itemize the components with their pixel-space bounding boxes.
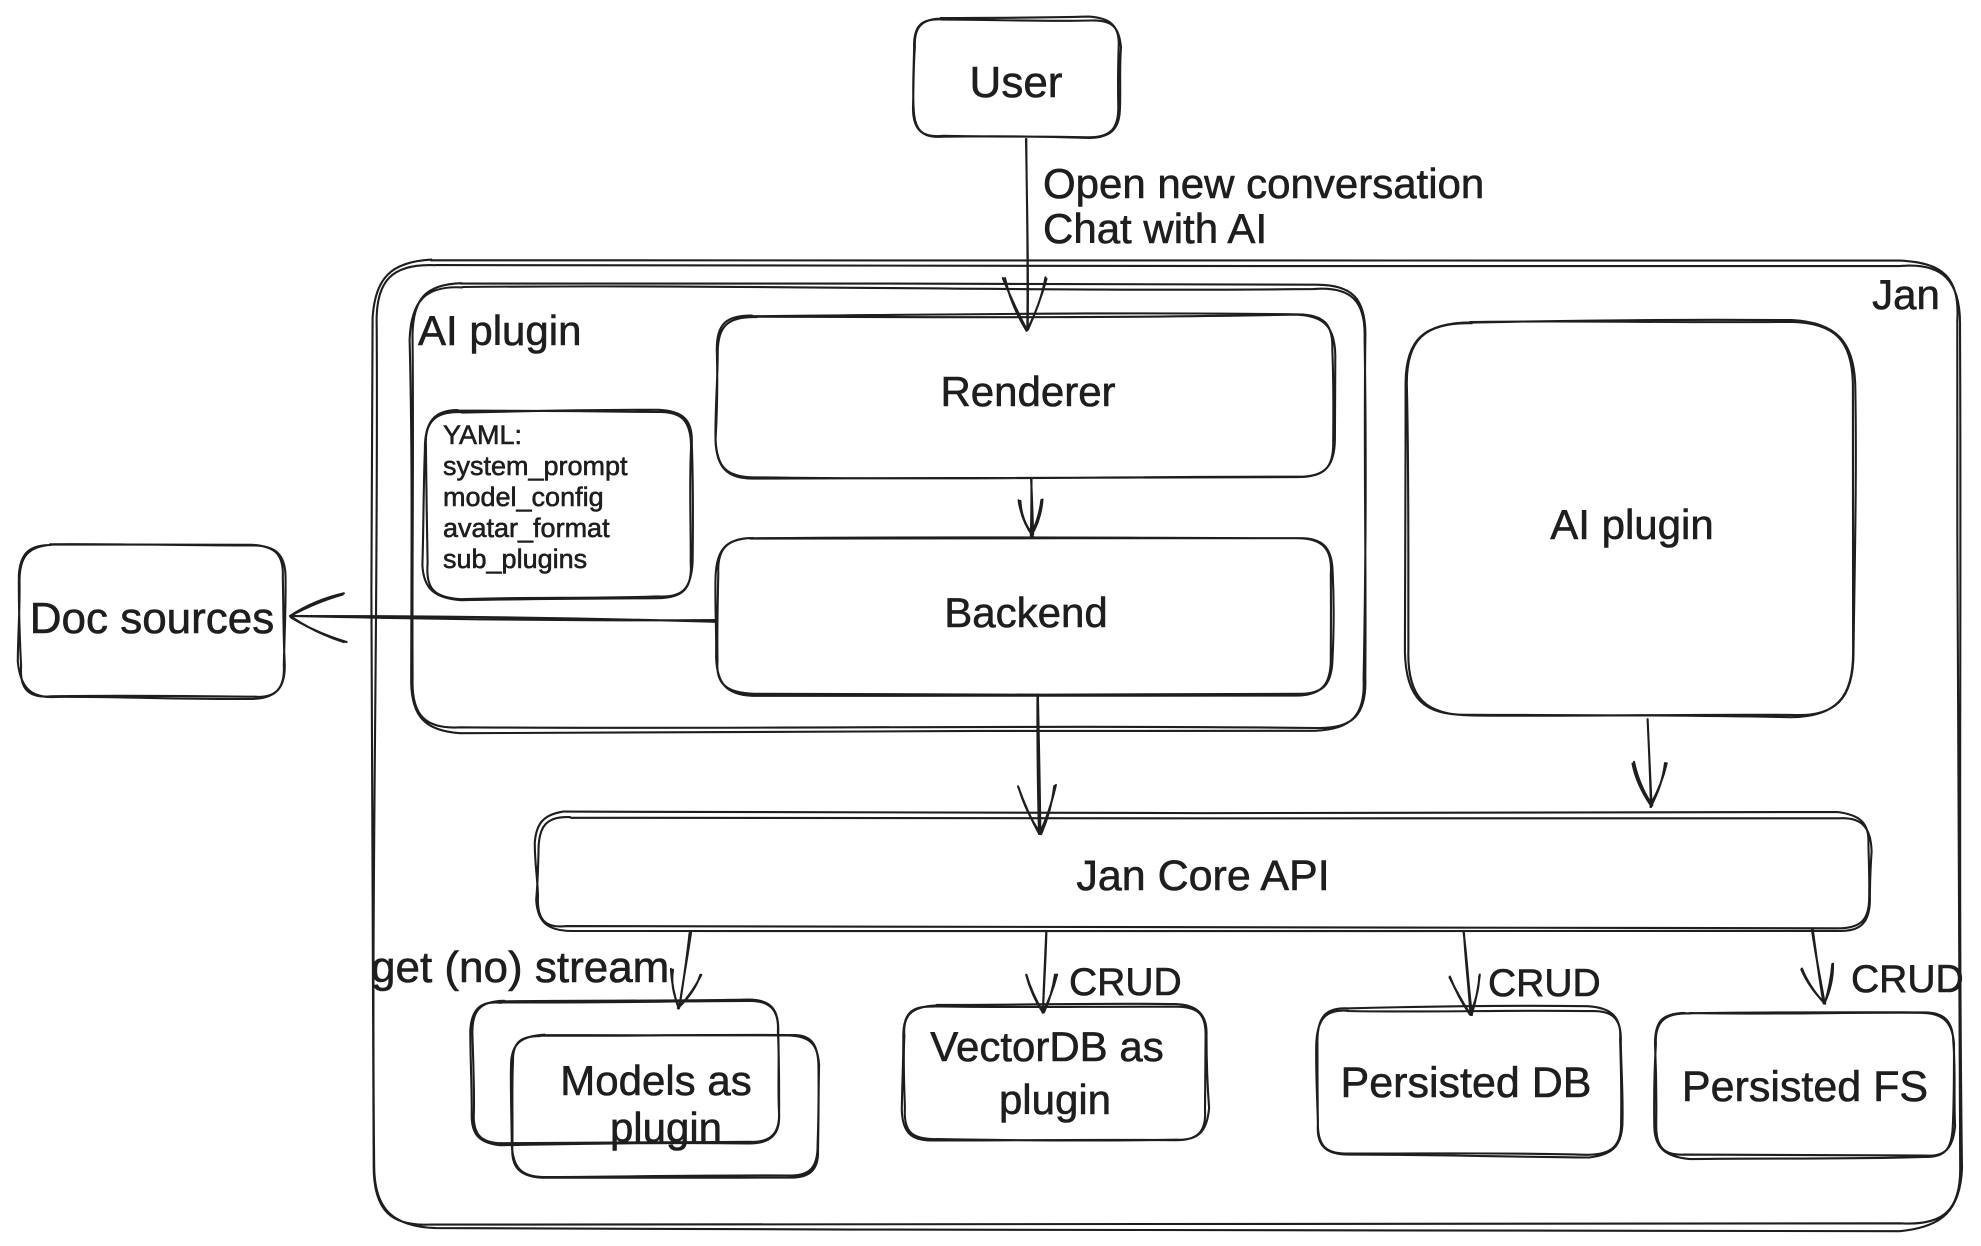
- svg-text:User: User: [970, 58, 1063, 107]
- svg-text:CRUD: CRUD: [1851, 958, 1964, 1001]
- svg-text:Backend: Backend: [944, 589, 1107, 636]
- svg-text:YAML:: YAML:: [443, 420, 522, 450]
- svg-text:Chat with AI: Chat with AI: [1043, 205, 1267, 252]
- svg-text:system_prompt: system_prompt: [443, 451, 628, 481]
- svg-text:AI plugin: AI plugin: [418, 307, 581, 354]
- svg-text:Persisted FS: Persisted FS: [1682, 1063, 1928, 1111]
- svg-text:avatar_format: avatar_format: [443, 513, 610, 543]
- svg-text:AI plugin: AI plugin: [1550, 501, 1713, 548]
- svg-text:VectorDB as: VectorDB as: [930, 1023, 1163, 1070]
- svg-text:Jan: Jan: [1872, 271, 1940, 318]
- svg-text:CRUD: CRUD: [1069, 961, 1182, 1004]
- svg-text:plugin: plugin: [999, 1076, 1111, 1123]
- svg-text:Models as: Models as: [560, 1057, 751, 1104]
- svg-text:CRUD: CRUD: [1488, 962, 1601, 1005]
- svg-text:Doc sources: Doc sources: [30, 594, 275, 643]
- svg-text:sub_plugins: sub_plugins: [443, 544, 587, 574]
- svg-text:Persisted DB: Persisted DB: [1341, 1059, 1592, 1107]
- svg-text:plugin: plugin: [610, 1104, 722, 1151]
- svg-text:Jan Core API: Jan Core API: [1076, 852, 1329, 900]
- svg-text:Open new conversation: Open new conversation: [1043, 160, 1484, 207]
- svg-text:Renderer: Renderer: [940, 368, 1115, 415]
- svg-text:model_config: model_config: [443, 482, 604, 512]
- svg-text:get (no) stream: get (no) stream: [371, 943, 669, 992]
